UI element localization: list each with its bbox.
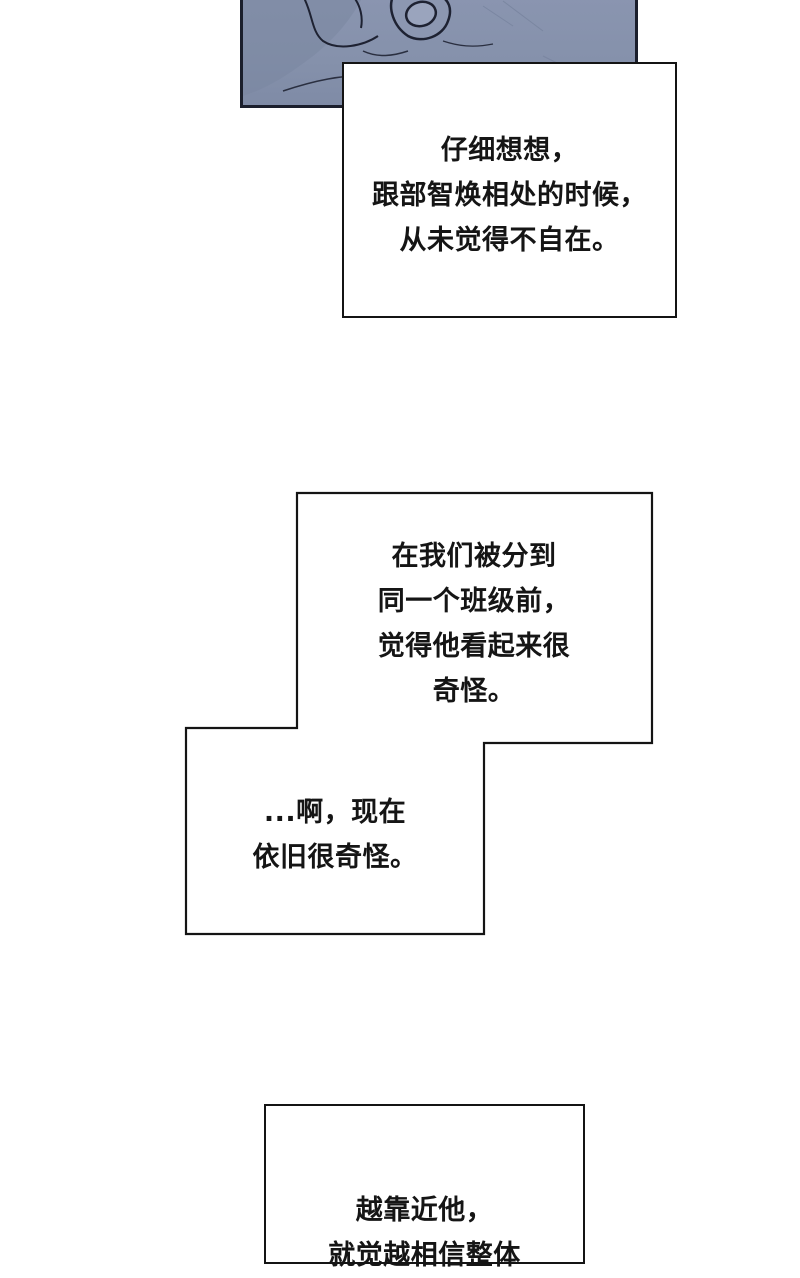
caption-4-line-2: 就觉越相信整体 bbox=[328, 1240, 521, 1271]
caption-3-line-2: 依旧很奇怪。 bbox=[252, 842, 418, 873]
hand-illustration bbox=[243, 0, 584, 96]
caption-1-line-3: 从未觉得不自在。 bbox=[399, 225, 620, 256]
caption-2-line-4: 奇怪。 bbox=[432, 676, 516, 707]
caption-4-line-1: 越靠近他， bbox=[355, 1195, 494, 1226]
caption-1-text: 仔细想想， 跟部智焕相处的时候， 从未觉得不自在。 bbox=[344, 128, 675, 263]
caption-3-text: ...啊，现在 依旧很奇怪。 bbox=[186, 790, 484, 880]
caption-1-line-2: 跟部智焕相处的时候， bbox=[372, 180, 647, 211]
caption-3-line-1: ...啊，现在 bbox=[263, 797, 407, 828]
stepped-caption-frame bbox=[184, 491, 654, 936]
caption-box-4: 越靠近他， 就觉越相信整体 bbox=[264, 1104, 585, 1271]
caption-1-line-1: 仔细想想， bbox=[440, 135, 579, 166]
caption-2-line-3: 觉得他看起来很 bbox=[377, 631, 571, 662]
caption-4-text: 越靠近他， 就觉越相信整体 bbox=[266, 1188, 583, 1278]
caption-2-line-2: 同一个班级前， bbox=[377, 586, 571, 617]
caption-box-1: 仔细想想， 跟部智焕相处的时候， 从未觉得不自在。 bbox=[342, 62, 677, 318]
caption-2-line-1: 在我们被分到 bbox=[391, 541, 557, 572]
caption-2-text: 在我们被分到 同一个班级前， 觉得他看起来很 奇怪。 bbox=[296, 534, 652, 714]
